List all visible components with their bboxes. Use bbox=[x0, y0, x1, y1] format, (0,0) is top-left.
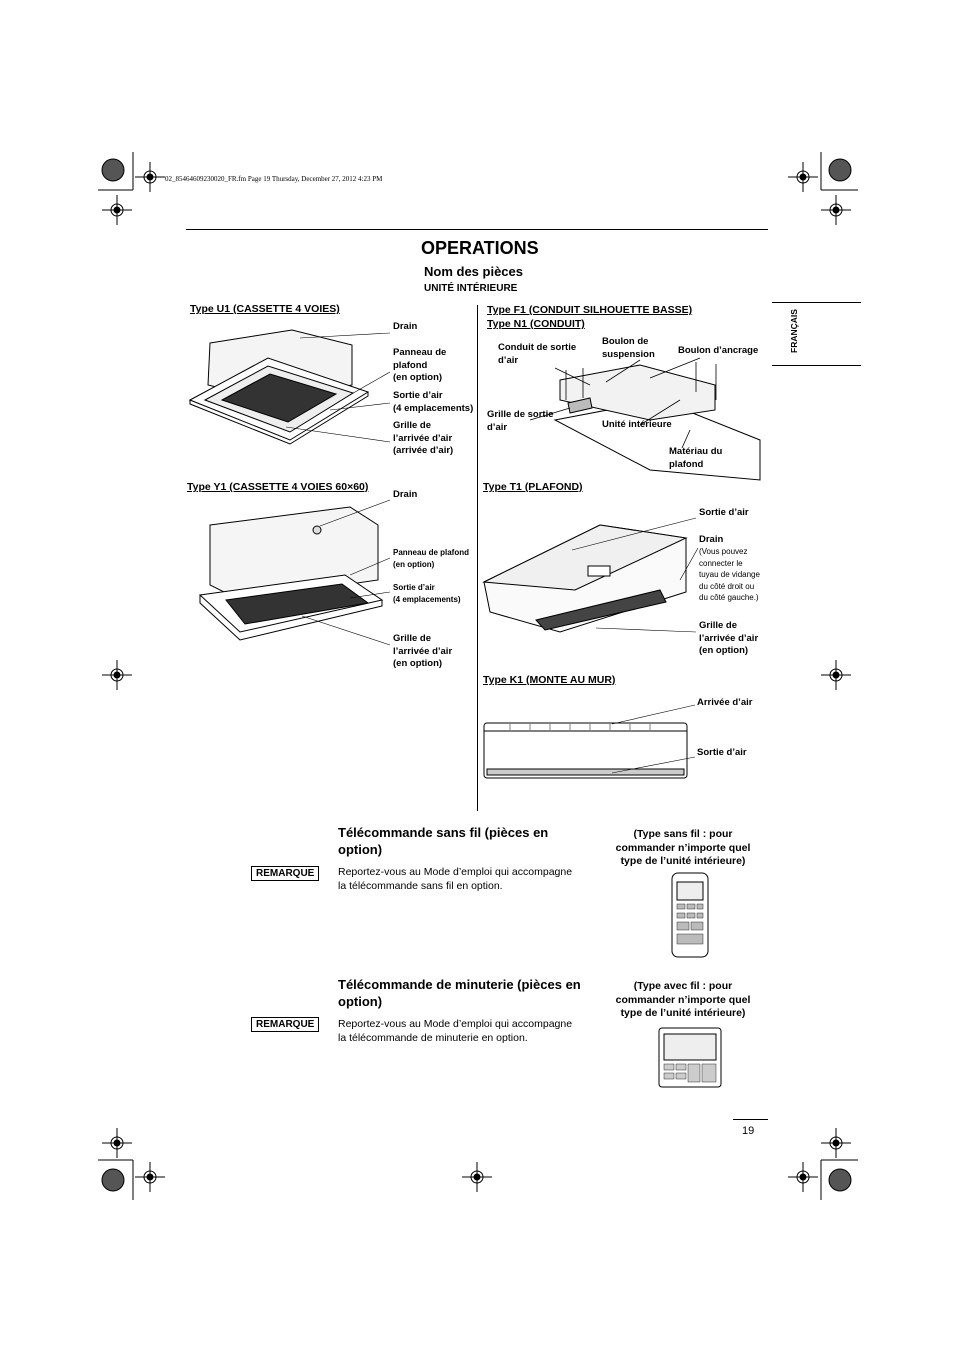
y1-label-panel: Panneau de plafond (en option) bbox=[393, 548, 470, 569]
f1-label-suspension-bolt: Boulon de suspension bbox=[602, 336, 655, 360]
f1-label-indoor-unit: Unité intérieure bbox=[602, 419, 672, 430]
type-k1-title: Type K1 (MONTE AU MUR) bbox=[483, 674, 616, 686]
wireless-remote-heading: Télécommande sans fil (pièces en option) bbox=[338, 825, 549, 857]
type-y1-title: Type Y1 (CASSETTE 4 VOIES 60×60) bbox=[187, 481, 369, 493]
type-u1-title: Type U1 (CASSETTE 4 VOIES) bbox=[190, 303, 340, 315]
f1-label-anchor-bolt: Boulon d’ancrage bbox=[678, 345, 759, 356]
y1-label-intake-grille: Grille de l’arrivée d’air (en option) bbox=[393, 633, 453, 669]
k1-label-air-outlet: Sortie d’air bbox=[697, 747, 747, 758]
y1-label-drain: Drain bbox=[393, 489, 418, 500]
language-tab-top-rule bbox=[772, 302, 861, 303]
type-t1-title: Type T1 (PLAFOND) bbox=[483, 481, 583, 493]
timer-remark-badge: REMARQUE bbox=[251, 1017, 320, 1032]
y1-label-air-outlet: Sortie d’air (4 emplacements) bbox=[393, 583, 461, 604]
u1-label-drain: Drain bbox=[393, 321, 418, 332]
t1-label-drain-note: (Vous pouvez connecter le tuyau de vidan… bbox=[699, 547, 760, 602]
u1-label-intake-grille: Grille de l’arrivée d’air (arrivée d’air… bbox=[393, 420, 454, 456]
file-stamp: 02_85464609230020_FR.fm Page 19 Thursday… bbox=[165, 175, 383, 183]
type-n1-title: Type N1 (CONDUIT) bbox=[487, 318, 585, 330]
page-number: 19 bbox=[742, 1125, 755, 1137]
f1-label-outlet-duct: Conduit de sortie d’air bbox=[498, 342, 577, 366]
footer-rule bbox=[733, 1119, 768, 1120]
column-divider bbox=[477, 305, 478, 811]
t1-label-intake-grille: Grille de l’arrivée d’air (en option) bbox=[699, 620, 759, 656]
subsection-title: UNITÉ INTÉRIEURE bbox=[424, 283, 518, 294]
k1-label-air-intake: Arrivée d’air bbox=[697, 697, 753, 708]
wireless-remark-text: Reportez-vous au Mode d’emploi qui accom… bbox=[338, 866, 573, 892]
timer-remark-text: Reportez-vous au Mode d’emploi qui accom… bbox=[338, 1018, 573, 1044]
top-rule bbox=[186, 229, 768, 230]
section-title: Nom des pièces bbox=[424, 264, 523, 279]
u1-label-air-outlet: Sortie d’air (4 emplacements) bbox=[393, 390, 474, 414]
wireless-remark-badge: REMARQUE bbox=[251, 866, 320, 881]
f1-label-ceiling-material: Matériau du plafond bbox=[669, 446, 723, 470]
f1-label-outlet-grille: Grille de sortie d’air bbox=[487, 409, 554, 433]
language-tab-bottom-rule bbox=[772, 365, 861, 366]
type-f1-title: Type F1 (CONDUIT SILHOUETTE BASSE) bbox=[487, 304, 693, 316]
u1-label-panel: Panneau de plafond (en option) bbox=[393, 347, 447, 383]
page-title: OPERATIONS bbox=[421, 238, 539, 258]
wireless-remote-caption: (Type sans fil : pour commander n’import… bbox=[615, 828, 751, 867]
t1-label-air-outlet: Sortie d’air bbox=[699, 507, 749, 518]
timer-remote-heading: Télécommande de minuterie (pièces en opt… bbox=[338, 977, 581, 1009]
timer-remote-caption: (Type avec fil : pour commander n’import… bbox=[615, 980, 751, 1019]
t1-label-drain: Drain bbox=[699, 534, 724, 545]
